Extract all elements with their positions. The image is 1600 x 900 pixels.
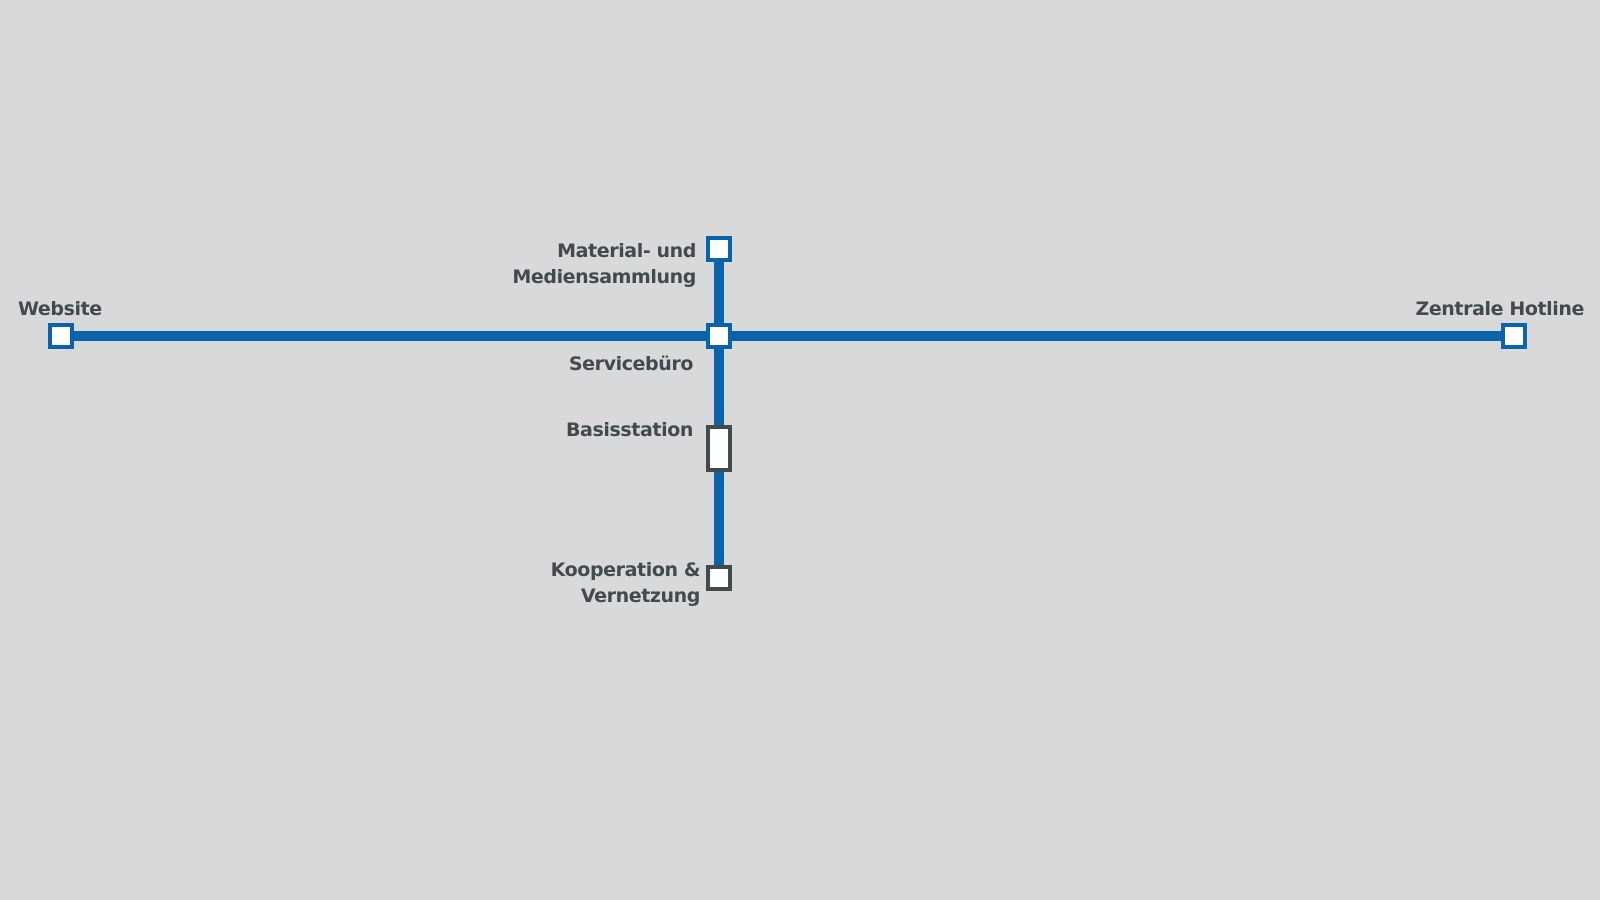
label-material-line2: Mediensammlung (512, 266, 696, 288)
label-basisstation: Basisstation (566, 419, 693, 441)
label-servicebuero: Servicebüro (569, 353, 693, 375)
label-hotline: Zentrale Hotline (1415, 298, 1584, 320)
label-kooperation-line2: Vernetzung (581, 585, 700, 607)
station-basisstation[interactable] (706, 425, 732, 472)
station-hotline[interactable] (1501, 323, 1527, 349)
station-website[interactable] (48, 323, 74, 349)
label-kooperation-line1: Kooperation & (551, 559, 700, 581)
station-kooperation[interactable] (706, 565, 732, 591)
station-material[interactable] (706, 236, 732, 262)
station-servicebuero[interactable] (706, 323, 732, 349)
label-material-line1: Material- und (557, 240, 696, 262)
label-website: Website (18, 298, 102, 320)
